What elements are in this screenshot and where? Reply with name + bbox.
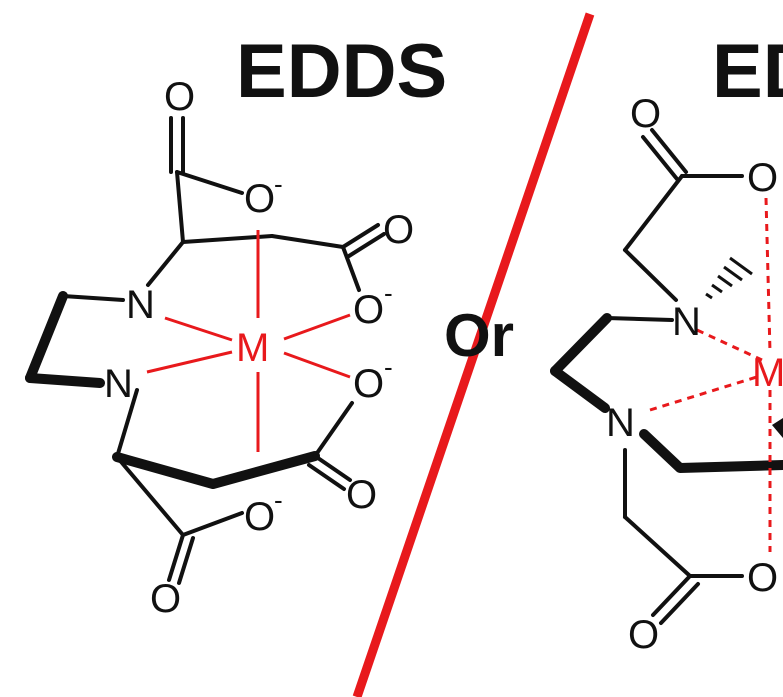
atom-oxygen-anion-right-lower: O	[353, 362, 384, 406]
bond-c-o-minus-lower-right	[313, 401, 354, 458]
separator-slash	[352, 12, 595, 697]
charge-minus-right-upper: -	[384, 278, 393, 308]
bond-ed-bottom-bold-chain	[639, 429, 783, 473]
bond-ca-carboxyl-bottom	[115, 455, 185, 537]
bond-c-o-double-lower-right	[313, 454, 352, 482]
atom-ed-oxygen-bottom: O	[628, 613, 659, 657]
atom-ed-oxygen-top: O	[630, 92, 661, 136]
ed-bonds	[550, 128, 783, 625]
bond-c-o-minus-top	[175, 170, 244, 195]
edds-title: EDDS	[236, 29, 447, 114]
bond-carboxyl-ca-top	[175, 170, 185, 244]
charge-minus-right-lower: -	[384, 352, 393, 382]
bond-ch2-n-bottom	[25, 373, 105, 388]
atom-oxygen-anion-top: O	[244, 177, 275, 221]
edds-coordination-bonds	[146, 230, 351, 452]
or-label: Or	[444, 302, 514, 369]
coord-ed-o-top	[764, 197, 772, 353]
bond-ed-c-o-double-top	[650, 128, 688, 174]
atom-oxygen-lower-right: O	[346, 473, 377, 517]
bond-ethylene-bold	[25, 291, 68, 383]
bond-n-ch2-top	[61, 294, 125, 302]
hash-1	[705, 292, 713, 300]
atom-ed-metal: M	[752, 351, 783, 395]
atom-ed-nitrogen-bottom: N	[606, 401, 635, 445]
bond-ed-c-ch2-top	[623, 174, 684, 252]
atom-ed-oxygen-anion-top: O	[747, 156, 778, 200]
edds-bonds	[25, 116, 386, 585]
ed-atom-labels: O O N M N O O	[606, 92, 783, 657]
edds-atom-labels: O O - O O - N M N O - O O - O	[104, 75, 414, 621]
atom-oxygen-right: O	[383, 208, 414, 252]
atom-oxygen-bottom: O	[150, 577, 181, 621]
bond-c-o-double-lower-right-2	[307, 463, 346, 491]
edds-structure: EDDS	[25, 29, 447, 621]
ed-title: ED	[712, 29, 783, 114]
bond-ed-ch2-n-top	[623, 248, 678, 302]
charge-minus-top: -	[274, 169, 283, 199]
coord-n-top	[164, 316, 233, 342]
ed-structure: ED	[550, 29, 783, 657]
hash-5	[729, 256, 753, 276]
bond-ed-c-o-double-top-2	[641, 135, 679, 181]
hash-3	[717, 274, 733, 288]
bond-n-ca-bottom	[115, 388, 139, 459]
charge-minus-bottom: -	[274, 485, 283, 515]
hash-2	[711, 283, 723, 294]
atom-ed-nitrogen-top: N	[672, 300, 701, 344]
bond-ed-wedge-edge	[772, 418, 783, 438]
atom-ed-oxygen-anion-bottom: O	[747, 556, 778, 600]
atom-oxygen-anion-right-upper: O	[353, 288, 384, 332]
bond-ca-n-top	[146, 240, 185, 287]
bond-ed-ethylene-bold	[550, 313, 612, 376]
bond-bottom-bold-chain	[112, 451, 320, 489]
bond-ed-c-o-double-bottom	[651, 574, 692, 617]
bond-c-o-double-right-2	[347, 232, 386, 258]
bond-c-o-minus-right	[341, 245, 361, 292]
atom-oxygen-top: O	[164, 75, 195, 119]
bond-cb-carboxyl-right	[270, 234, 345, 249]
bond-ed-ch2-n-bottom	[550, 366, 610, 413]
atom-nitrogen-top: N	[126, 283, 155, 327]
coord-o-right-upper	[283, 313, 351, 341]
ed-coordination-bonds	[649, 197, 772, 552]
bond-ed-ch2-c-bottom	[623, 515, 692, 578]
bond-ed-c-o-double-bottom-2	[659, 582, 700, 625]
atom-metal-center: M	[236, 326, 269, 370]
bond-c-o-minus-bottom	[181, 511, 244, 537]
coord-o-right-lower	[283, 351, 351, 379]
bond-c-o-double-bottom	[167, 533, 185, 582]
bond-ed-n-ch2-left	[605, 316, 674, 322]
atom-nitrogen-bottom: N	[104, 362, 133, 406]
hash-4	[723, 265, 743, 282]
coord-n-bottom	[146, 350, 233, 374]
bond-c-o-double-right	[341, 223, 380, 249]
coord-ed-n-bottom	[649, 374, 761, 412]
ed-hashed-bond	[705, 256, 753, 300]
atom-oxygen-anion-bottom: O	[244, 495, 275, 539]
bond-c-o-double-bottom-2	[177, 536, 195, 585]
